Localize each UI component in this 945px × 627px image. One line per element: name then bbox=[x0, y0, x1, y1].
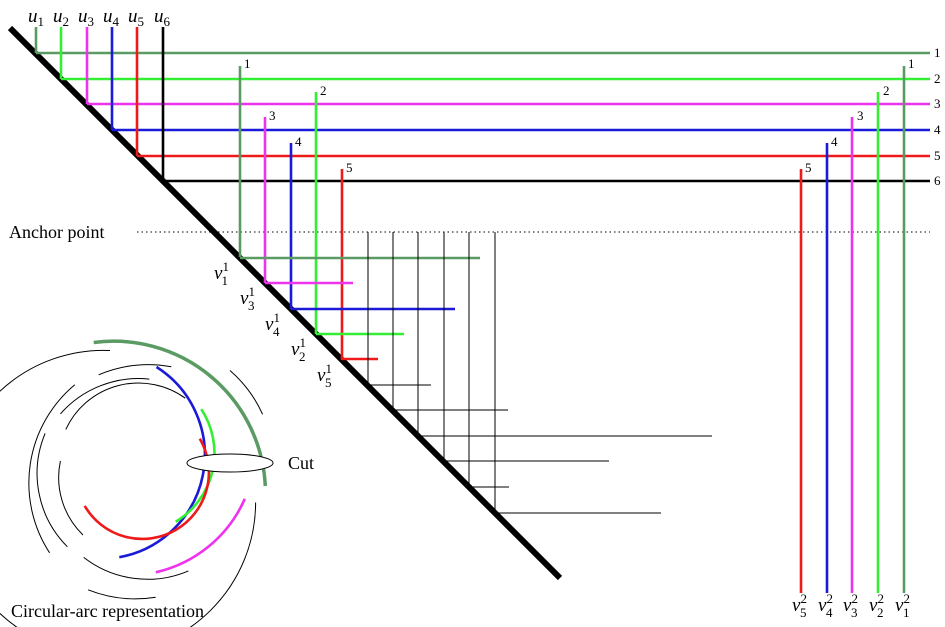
right-number-4: 4 bbox=[831, 134, 838, 149]
right-vertical-lines bbox=[799, 66, 906, 593]
right-number-3: 3 bbox=[857, 108, 864, 123]
arc-green-dark bbox=[93, 339, 268, 487]
u-label-4: u4 bbox=[103, 6, 120, 29]
right-number-labels: 1 2 3 4 5 bbox=[805, 56, 915, 175]
arc-red bbox=[83, 438, 211, 541]
inner-number-labels: 1 2 3 4 5 bbox=[244, 56, 353, 175]
circular-arc-caption: Circular-arc representation bbox=[11, 601, 204, 621]
arc-black bbox=[28, 384, 76, 554]
anchor-point-label: Anchor point bbox=[9, 222, 104, 242]
inner-number-1: 1 bbox=[244, 56, 251, 71]
inner-number-3: 3 bbox=[269, 108, 276, 123]
arc-black bbox=[83, 557, 189, 580]
top-horizontal-lines bbox=[36, 51, 930, 183]
inner-horizontal-lines bbox=[240, 256, 480, 361]
row-number-5: 5 bbox=[934, 148, 941, 163]
right-edge-numbers: 1 2 3 4 5 6 bbox=[934, 45, 941, 188]
u-label-5: u5 bbox=[128, 6, 144, 29]
cut-label: Cut bbox=[288, 453, 314, 473]
row-number-3: 3 bbox=[934, 96, 941, 111]
thin-grid-lines bbox=[367, 232, 712, 514]
cut-ellipse bbox=[186, 453, 274, 473]
arc-blue bbox=[119, 365, 207, 559]
u-label-1: u1 bbox=[28, 6, 44, 29]
row-number-1: 1 bbox=[934, 45, 941, 60]
top-u-labels: u1 u2 u3 u4 u5 u6 bbox=[28, 6, 171, 29]
u-label-6: u6 bbox=[154, 6, 171, 29]
inner-number-4: 4 bbox=[295, 134, 302, 149]
arc-magenta bbox=[155, 498, 246, 574]
inner-number-2: 2 bbox=[320, 83, 327, 98]
black-arcs bbox=[0, 349, 264, 627]
right-number-2: 2 bbox=[883, 83, 890, 98]
right-number-5: 5 bbox=[805, 160, 812, 175]
row-number-6: 6 bbox=[934, 173, 941, 188]
circular-arc-representation bbox=[0, 339, 268, 627]
inner-number-5: 5 bbox=[346, 160, 353, 175]
arc-black bbox=[229, 370, 264, 415]
main-diagonal bbox=[7, 25, 563, 581]
right-number-1: 1 bbox=[908, 56, 915, 71]
arc-black bbox=[58, 460, 84, 536]
row-number-2: 2 bbox=[934, 71, 941, 86]
arc-black bbox=[87, 589, 156, 600]
arc-black bbox=[0, 349, 257, 627]
arc-black bbox=[98, 364, 172, 376]
arc-black bbox=[60, 378, 150, 415]
arc-black bbox=[65, 382, 186, 430]
top-vertical-stubs bbox=[34, 27, 165, 181]
inner-vertical-lines bbox=[238, 66, 344, 360]
u-label-2: u2 bbox=[53, 6, 69, 29]
u-label-3: u3 bbox=[78, 6, 94, 29]
arc-black bbox=[36, 433, 68, 548]
row-number-4: 4 bbox=[934, 122, 941, 137]
